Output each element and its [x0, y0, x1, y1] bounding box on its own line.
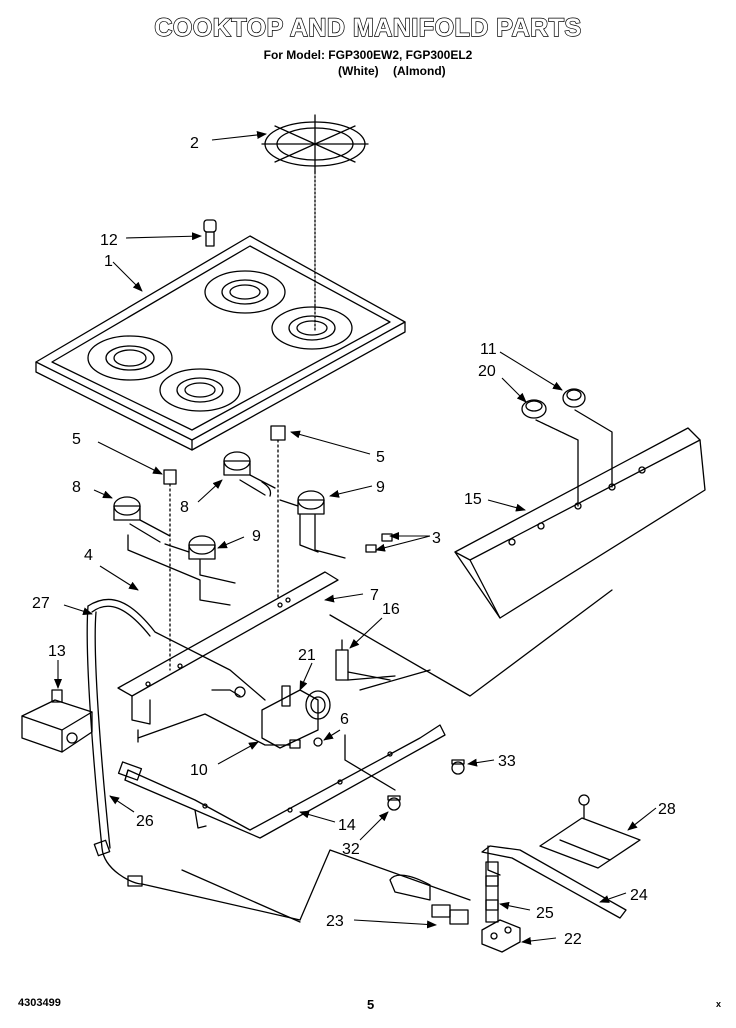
callout-11: 11: [480, 341, 497, 358]
callout-14: 14: [338, 817, 356, 834]
igniter-module: [481, 919, 521, 953]
control-knob-20: [521, 399, 547, 419]
callout-6: 6: [340, 711, 349, 728]
callout-25: 25: [536, 905, 554, 922]
gas-tube: [87, 598, 266, 701]
callout-8-center: 8: [180, 499, 189, 516]
igniter: [389, 874, 469, 925]
control-panel: [454, 427, 706, 619]
callout-4: 4: [84, 547, 93, 564]
callout-23: 23: [326, 913, 344, 930]
callout-3: 3: [432, 530, 441, 547]
callout-13: 13: [48, 643, 66, 660]
manifold-bracket: [117, 571, 339, 697]
thermostat: [335, 639, 391, 681]
callout-22: 22: [564, 931, 582, 948]
broil-valve: [485, 861, 499, 923]
cooktop-panel: [35, 235, 406, 451]
burner-clip: [163, 469, 177, 485]
callout-9-center: 9: [252, 528, 261, 545]
callout-20: 20: [478, 363, 496, 380]
fitting-6: [313, 737, 323, 747]
callout-10: 10: [190, 762, 208, 779]
callout-5-right: 5: [376, 449, 385, 466]
callout-21: 21: [298, 647, 316, 664]
pressure-regulator: [21, 689, 93, 753]
document-number: 4303499: [18, 997, 61, 1009]
page-number: 5: [367, 997, 375, 1012]
orifice: [381, 533, 393, 542]
callout-26: 26: [136, 813, 154, 830]
callout-12: 12: [100, 232, 118, 249]
pilot-tube: [137, 713, 291, 746]
burner-left-rear: [223, 451, 276, 497]
callout-5-left: 5: [72, 431, 81, 448]
callout-9-right: 9: [376, 479, 385, 496]
burner-right-front: [164, 535, 236, 584]
broil-burner: [481, 845, 627, 919]
oven-burner: [117, 724, 446, 839]
corner-mark: x: [716, 999, 722, 1009]
screw-32: [387, 795, 401, 811]
callout-1: 1: [104, 253, 113, 270]
model-line: For Model: FGP300EW2, FGP300EL2: [263, 48, 473, 62]
color-white-label: (White): [338, 64, 379, 78]
callout-8-left: 8: [72, 479, 81, 496]
callout-33: 33: [498, 753, 516, 770]
callout-28: 28: [658, 801, 676, 818]
color-almond-label: (Almond): [393, 64, 446, 78]
heat-shield: [539, 817, 641, 869]
burner-grate: [261, 114, 369, 173]
screw-33: [451, 759, 465, 775]
burner-right-rear: [279, 490, 346, 559]
shield-screw: [578, 794, 590, 819]
page-title: COOKTOP AND MANIFOLD PARTS: [154, 13, 582, 42]
orifice: [365, 544, 377, 553]
callout-24: 24: [630, 887, 648, 904]
callout-7: 7: [370, 587, 379, 604]
callout-2: 2: [190, 135, 199, 152]
cooktop-screw: [203, 219, 217, 247]
burner-clip: [270, 425, 286, 441]
callout-27: 27: [32, 595, 50, 612]
callout-32: 32: [342, 841, 360, 858]
control-knob-11: [562, 388, 586, 408]
callout-15: 15: [464, 491, 482, 508]
burner-left-front: [113, 496, 231, 606]
callout-16: 16: [382, 601, 400, 618]
